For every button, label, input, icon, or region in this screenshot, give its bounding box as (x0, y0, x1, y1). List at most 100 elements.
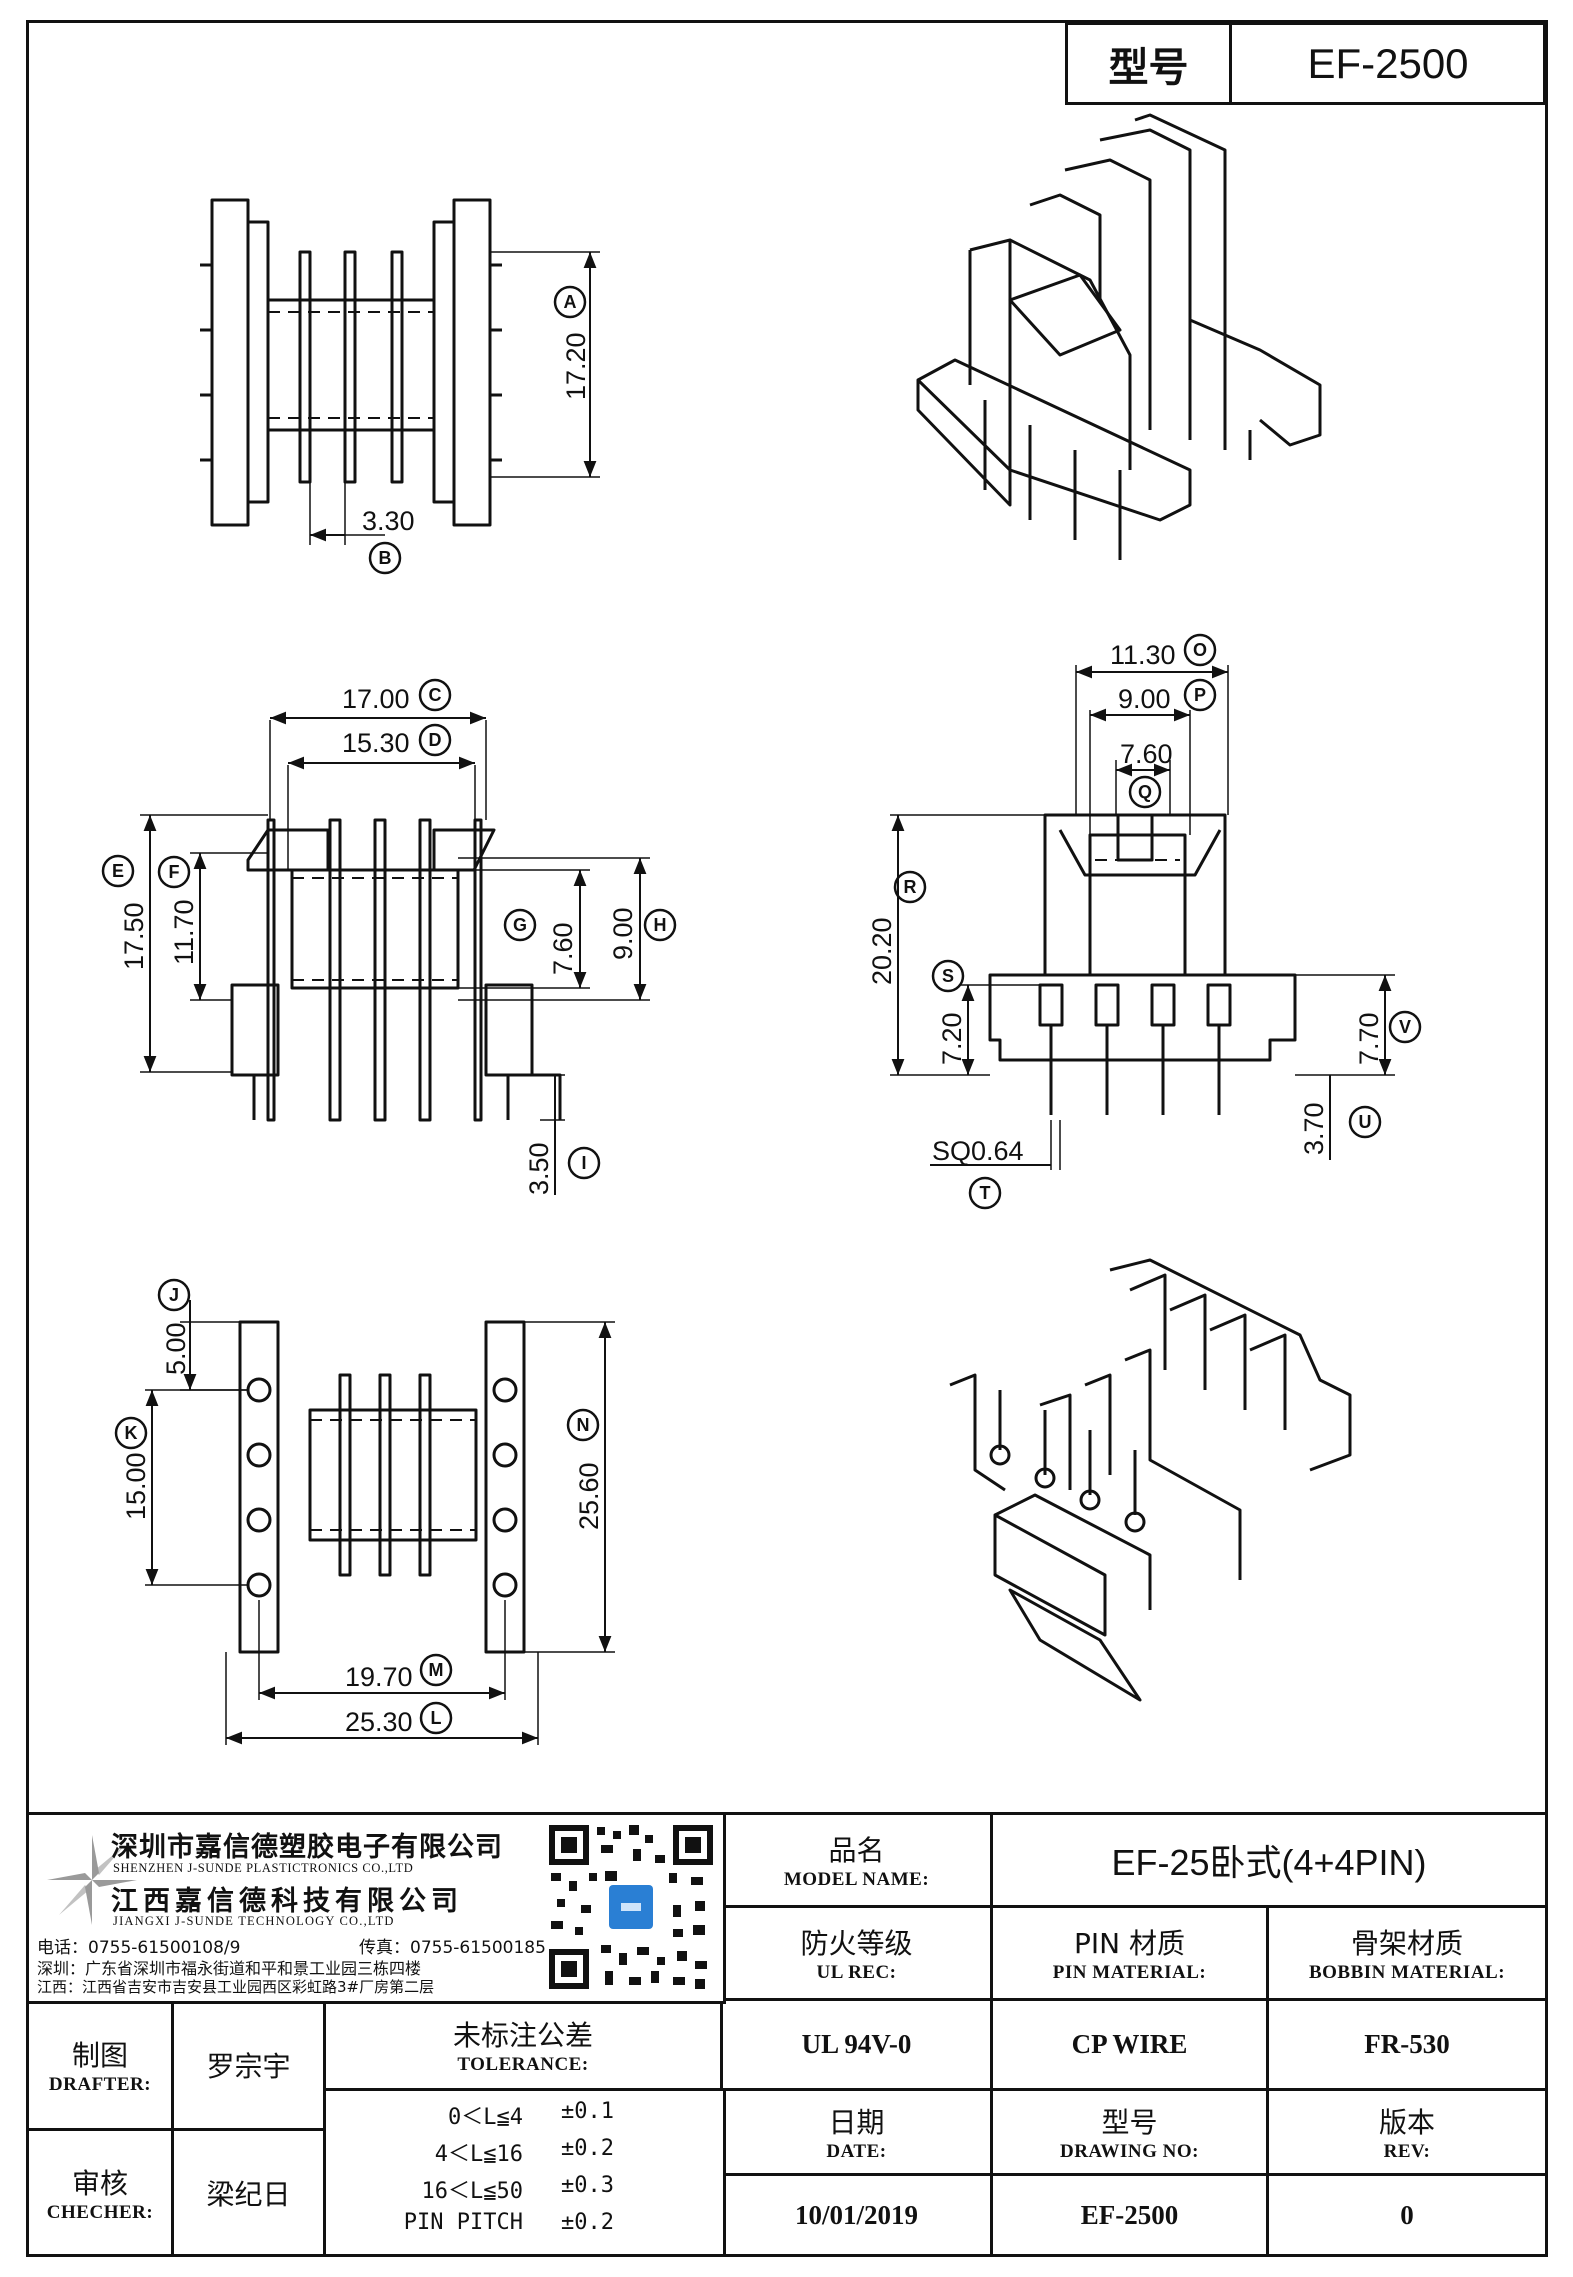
svg-text:N: N (577, 1415, 590, 1435)
dim-I: 3.50 (524, 1142, 554, 1195)
tolerance-value-1: ±0.1 (561, 2099, 614, 2124)
dim-P: 9.00 (1118, 684, 1171, 714)
drawing-no-value: EF-2500 (993, 2176, 1269, 2254)
drawing-no-label-cell: 型号 DRAWING NO: (993, 2091, 1269, 2176)
tolerance-label-cell: 未标注公差 TOLERANCE: (326, 2001, 723, 2091)
date-label: 日期 (828, 2106, 885, 2139)
company-name-sz-en: SHENZHEN J-SUNDE PLASTICTRONICS CO.,LTD (113, 1861, 414, 1875)
dim-F: 11.70 (169, 899, 199, 965)
drafter-label-en: DRAFTER: (48, 2073, 152, 2095)
svg-text:S: S (942, 966, 954, 986)
checker-name: 梁纪日 (174, 2131, 326, 2254)
svg-text:H: H (654, 915, 667, 935)
iso-view-bottom (949, 1258, 1352, 1702)
product-name-label-cell: 品名 MODEL NAME: (723, 1815, 993, 1908)
company-name-jx: 江西嘉信德科技有限公司 (111, 1886, 463, 1917)
tolerance-range-4: PIN PITCH (403, 2210, 523, 2235)
company-addr-jx: 江西：江西省吉安市吉安县工业园西区彩虹路3#厂房第二层 (37, 1978, 435, 1996)
bobbin-material-value: FR-530 (1269, 2001, 1545, 2091)
svg-text:C: C (429, 685, 442, 705)
dim-T: SQ0.64 (932, 1136, 1024, 1166)
drawing-no-label-en: DRAWING NO: (1059, 2141, 1200, 2162)
svg-text:L: L (431, 1708, 442, 1728)
fire-rating-label-cell: 防火等级 UL REC: (723, 1908, 993, 2001)
svg-text:A: A (564, 292, 577, 312)
bobbin-material-label-en: BOBBIN MATERIAL: (1308, 1962, 1506, 1983)
svg-text:K: K (125, 1423, 138, 1443)
drafter-label: 制图 (71, 2038, 128, 2072)
dimension-balloons (101, 285, 1422, 1735)
fire-rating-label-en: UL REC: (816, 1962, 897, 1983)
rev-label: 版本 (1378, 2106, 1435, 2139)
header-model-box: 型号 EF-2500 (1065, 22, 1546, 105)
svg-text:M: M (429, 1660, 444, 1680)
tolerance-table: 0＜L≦4 ±0.1 4＜L≦16 ±0.2 16＜L≦50 ±0.3 PIN … (326, 2091, 726, 2254)
svg-text:O: O (1193, 640, 1207, 660)
dim-E: 17.50 (119, 902, 149, 970)
svg-text:U: U (1359, 1112, 1372, 1132)
bottom-view (145, 1300, 615, 1745)
qr-code-icon (545, 1821, 717, 1993)
pin-material-label: PIN 材质 (1074, 1927, 1185, 1960)
front-view (140, 711, 650, 1195)
rev-value: 0 (1400, 2199, 1414, 2230)
pin-material-value: CP WIRE (993, 2001, 1269, 2091)
side-view (890, 665, 1395, 1170)
company-addr-sz: 深圳：广东省深圳市福永街道和平和景工业园三栋四楼 (37, 1959, 422, 1978)
date-label-en: DATE: (826, 2141, 887, 2162)
dim-K: 15.00 (121, 1452, 151, 1520)
svg-text:I: I (581, 1153, 586, 1173)
dim-H: 9.00 (608, 907, 638, 960)
tolerance-range-2: 4＜L≦16 (434, 2142, 523, 2167)
drafter-label-cell: 制图 DRAFTER: (29, 2001, 174, 2131)
dim-D: 15.30 (342, 728, 410, 758)
company-logo-icon (47, 1835, 137, 1925)
svg-text:T: T (980, 1183, 991, 1203)
header-model-value: EF-2500 (1307, 39, 1469, 87)
dim-O: 11.30 (1110, 640, 1176, 670)
svg-text:B: B (379, 548, 392, 568)
dim-V: 7.70 (1354, 1012, 1384, 1065)
tolerance-label-en: TOLERANCE: (457, 2053, 589, 2075)
product-name-label: 品名 (828, 1834, 885, 1867)
tolerance-value-2: ±0.2 (561, 2136, 614, 2161)
dim-S: 7.20 (937, 1012, 967, 1065)
title-block: 深圳市嘉信德塑胶电子有限公司 SHENZHEN J-SUNDE PLASTICT… (26, 1812, 1548, 2257)
svg-text:P: P (1194, 685, 1206, 705)
dim-G: 7.60 (548, 922, 578, 975)
company-tel: 电话：0755-61500108/9 (37, 1938, 241, 1958)
iso-view-top (916, 113, 1322, 560)
date-label-cell: 日期 DATE: (723, 2091, 993, 2176)
company-name-jx-en: JIANGXI J-SUNDE TECHNOLOGY CO.,LTD (113, 1914, 395, 1928)
tolerance-value-3: ±0.3 (561, 2173, 614, 2198)
header-model-label: 型号 (1068, 25, 1232, 102)
svg-text:V: V (1399, 1017, 1411, 1037)
svg-text:J: J (169, 1285, 179, 1305)
svg-text:R: R (904, 877, 917, 897)
dim-Q: 7.60 (1120, 739, 1173, 769)
dim-M: 19.70 (345, 1662, 413, 1692)
company-name-sz: 深圳市嘉信德塑胶电子有限公司 (111, 1832, 503, 1863)
svg-text:F: F (169, 862, 180, 882)
drafter-name: 罗宗宇 (174, 2001, 326, 2131)
fire-rating-label: 防火等级 (800, 1927, 913, 1960)
dim-C: 17.00 (342, 684, 410, 714)
dim-J: 5.00 (161, 1322, 191, 1375)
bobbin-material-label-cell: 骨架材质 BOBBIN MATERIAL: (1269, 1908, 1545, 2001)
checker-label-cell: 审核 CHECHER: (29, 2131, 174, 2254)
dim-N: 25.60 (574, 1462, 604, 1530)
tolerance-range-1: 0＜L≦4 (448, 2105, 523, 2130)
dim-L: 25.30 (345, 1707, 413, 1737)
top-view (200, 198, 600, 545)
product-name-label-en: MODEL NAME: (783, 1869, 930, 1890)
tolerance-value-4: ±0.2 (561, 2210, 614, 2235)
checker-label-en: CHECHER: (46, 2201, 154, 2223)
svg-text:E: E (112, 861, 124, 881)
bobbin-material-label: 骨架材质 (1350, 1927, 1463, 1960)
company-fax: 传真：0755-61500185 (359, 1938, 546, 1958)
tolerance-label: 未标注公差 (452, 2018, 593, 2052)
svg-text:Q: Q (1138, 782, 1152, 802)
dim-B: 3.30 (362, 506, 415, 536)
dim-A: 17.20 (561, 332, 591, 400)
pin-material-label-en: PIN MATERIAL: (1052, 1962, 1207, 1983)
